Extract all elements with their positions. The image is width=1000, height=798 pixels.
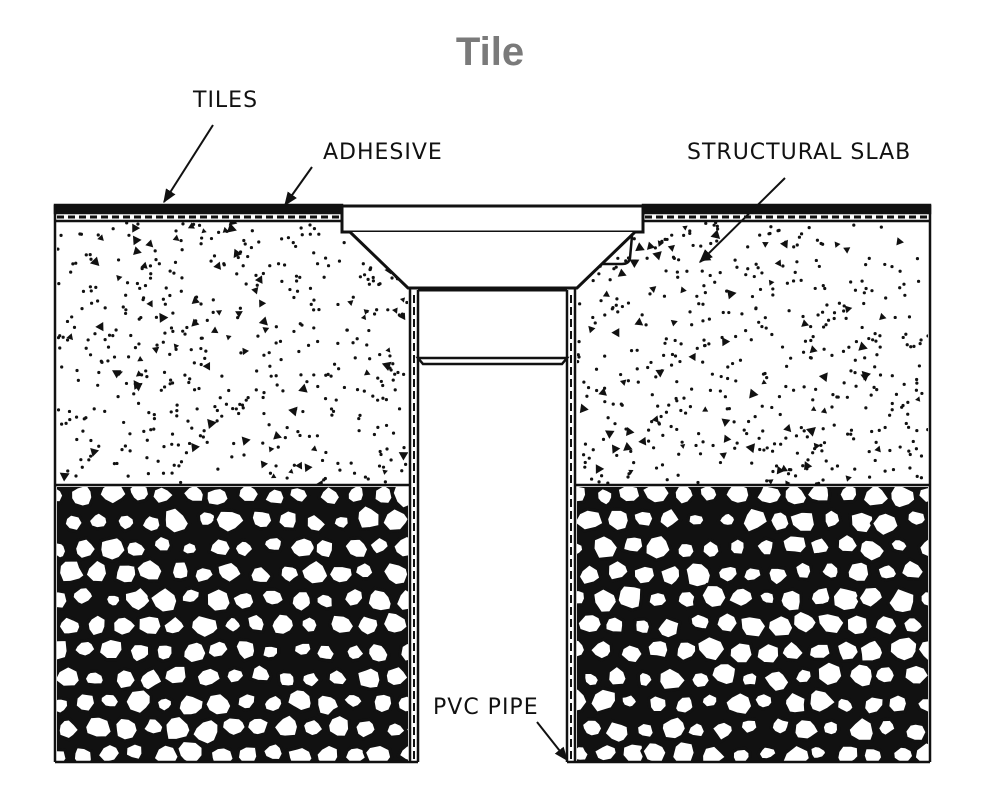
label-tiles: TILES	[193, 88, 259, 113]
adhesive-leader	[284, 166, 313, 207]
gravel-base-hatch	[57, 487, 928, 761]
pvc-pipe	[408, 288, 577, 762]
label-structural-slab: STRUCTURAL SLAB	[687, 140, 912, 165]
concrete-slab-hatch	[57, 222, 928, 484]
pvc-leader	[536, 721, 568, 762]
label-pvc-pipe: PVC PIPE	[433, 695, 539, 720]
slab-leader	[699, 177, 786, 263]
floor-drain	[340, 204, 645, 366]
tile-layer-right	[641, 203, 932, 215]
label-adhesive: ADHESIVE	[323, 140, 443, 165]
tile-layer-left	[53, 203, 344, 215]
tiles-leader	[163, 124, 214, 204]
drawing-title: Tile	[455, 30, 525, 74]
